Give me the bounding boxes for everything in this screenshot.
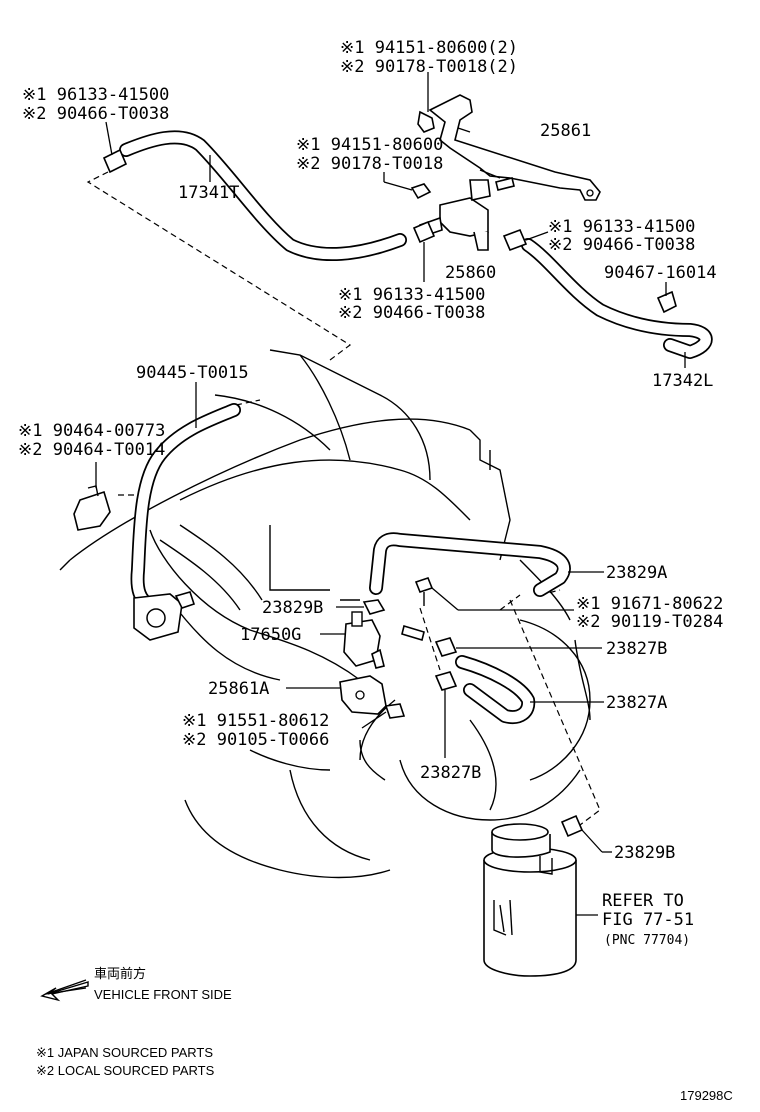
label-hose-90445: 90445-T0015 <box>136 363 249 383</box>
clamp-23827b-top-icon <box>434 637 602 657</box>
label-hose-23829b-bottom: 23829B <box>614 843 675 863</box>
clip-90467-icon <box>656 282 677 314</box>
label-top-clip-2: ※2 90178-T0018(2) <box>340 57 518 77</box>
label-bolt2-2: ※2 90105-T0066 <box>182 730 329 750</box>
left-clamp-icon <box>102 121 128 174</box>
legend-japan-sourced: ※1 JAPAN SOURCED PARTS <box>36 1045 213 1060</box>
label-clip-left-1: ※1 90464-00773 <box>18 421 165 441</box>
vehicle-front-arrow-icon <box>40 979 89 1002</box>
figure-id: 179298C <box>680 1088 733 1103</box>
pipe-short <box>401 624 425 642</box>
label-hose-23827a: 23827A <box>606 693 667 713</box>
label-hose-17342l: 17342L <box>652 371 713 391</box>
label-right-clamp-2: ※2 90466-T0038 <box>548 235 695 255</box>
label-refer-line2: FIG 77-51 <box>602 910 694 930</box>
clip-nut-icon <box>417 72 435 133</box>
label-refer-line3: (PNC 77704) <box>604 933 690 948</box>
label-right-clamp-1: ※1 96133-41500 <box>548 217 695 237</box>
label-vsv-25860: 25860 <box>445 263 496 283</box>
label-hose-23827b-top: 23827B <box>606 639 667 659</box>
legend-local-sourced: ※2 LOCAL SOURCED PARTS <box>36 1063 215 1078</box>
label-top-clip-1: ※1 94151-80600(2) <box>340 38 518 58</box>
label-refer-line1: REFER TO <box>602 891 684 911</box>
bolt-91671-icon <box>414 577 574 611</box>
label-mid-clamp-2: ※2 90466-T0038 <box>338 303 485 323</box>
label-left-clamp-1: ※1 96133-41500 <box>22 85 169 105</box>
hose-17341t <box>119 130 407 261</box>
label-clip-left-2: ※2 90464-T0014 <box>18 440 165 460</box>
clip-23829b-icon <box>336 599 386 615</box>
label-clip-90467: 90467-16014 <box>604 263 717 283</box>
label-bolt-2: ※2 90119-T0284 <box>576 612 723 632</box>
left-clip-icon <box>73 462 111 531</box>
label-bolt-1: ※1 91671-80622 <box>576 594 723 614</box>
bracket-25861a <box>286 675 387 715</box>
clamp-23827b-bottom-icon <box>434 671 458 758</box>
label-nut-1: ※1 94151-80600 <box>296 135 443 155</box>
dashed-connections <box>86 171 601 826</box>
valve-17650g <box>320 611 385 669</box>
charcoal-canister <box>483 823 598 977</box>
label-bolt2-1: ※1 91551-80612 <box>182 711 329 731</box>
label-front-en: VEHICLE FRONT SIDE <box>94 987 232 1002</box>
bracket-25861 <box>428 94 601 201</box>
label-front-jp: 車両前方 <box>94 966 146 981</box>
label-bracket-25861: 25861 <box>540 121 591 141</box>
right-clamp-icon <box>502 228 549 252</box>
intake-pipe <box>159 524 263 611</box>
hose-90445 <box>130 382 241 612</box>
vsv-25860 <box>383 172 491 251</box>
label-hose-23829b: 23829B <box>262 598 323 618</box>
label-left-clamp-2: ※2 90466-T0038 <box>22 104 169 124</box>
label-nut-2: ※2 90178-T0018 <box>296 154 443 174</box>
label-bracket-25861a: 25861A <box>208 679 269 699</box>
hose-23827a <box>455 655 604 724</box>
clip-23829b-bottom-icon <box>560 814 612 853</box>
purge-valve-left <box>133 591 196 641</box>
label-mid-clamp-1: ※1 96133-41500 <box>338 285 485 305</box>
mid-clamp-icon <box>412 220 436 282</box>
label-valve-17650g: 17650G <box>240 625 301 645</box>
label-hose-23829a: 23829A <box>606 563 667 583</box>
label-hose-23827b-bottom: 23827B <box>420 763 481 783</box>
label-hose-17341t: 17341T <box>178 183 239 203</box>
hose-17342l <box>521 238 713 368</box>
bolt-91551-icon <box>361 703 406 729</box>
hose-23829a <box>369 532 604 597</box>
